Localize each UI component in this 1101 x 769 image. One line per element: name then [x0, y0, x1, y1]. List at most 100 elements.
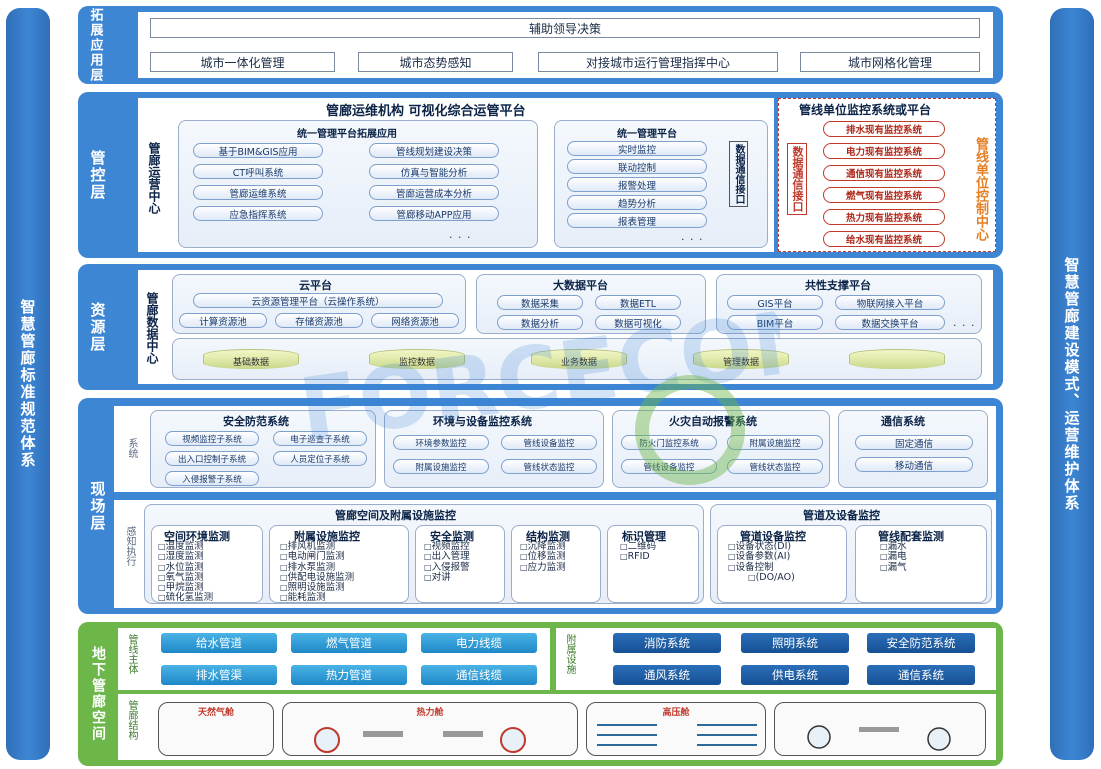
- structure-label: 管廊结构: [126, 700, 137, 740]
- security-pill: 出入口控制子系统: [165, 451, 259, 466]
- security-pill: 人员定位子系统: [273, 451, 367, 466]
- mgmt-platform-box: 统一管理平台 实时监控 联动控制 报警处理 趋势分析 报表管理 数据通信接口 ·…: [554, 120, 768, 248]
- pipe-circles-icon: [314, 727, 526, 753]
- env-pill: 管线状态监控: [501, 459, 597, 474]
- system-label: 系统: [126, 438, 137, 458]
- database-cylinder: 监控数据: [369, 349, 465, 373]
- pipe-monitor-group: 管道及设备监控 管道设备监控 设备状态(DI)设备参数(AI)设备控制(DO/A…: [710, 504, 992, 604]
- app-extension-box: 统一管理平台拓展应用 基于BIM&GIS应用 CT呼叫系统 管廊运维系统 应急指…: [178, 120, 538, 248]
- app-pill: 应急指挥系统: [193, 206, 323, 221]
- monitor-list: 沉降监测位移监测应力监测: [520, 541, 566, 573]
- unit-control-center-label: 管线单位控制中心: [973, 137, 988, 241]
- monitor-col: 安全监测 视频监控出入管理入侵报警对讲: [415, 525, 505, 603]
- monitor-pill: 热力现有监控系统: [823, 209, 945, 225]
- mgmt-title: 统一管理平台: [617, 129, 677, 140]
- tunnel-section: 热力舱: [282, 702, 578, 756]
- aux-chip: 安全防范系统: [866, 632, 976, 654]
- layer-underground: 地下管廊空间 管线主体 给水管道 燃气管道 电力线缆 排水管渠 热力管道 通信线…: [78, 622, 1003, 766]
- aux-chip: 通风系统: [612, 664, 722, 686]
- support-pill: 物联网接入平台: [835, 295, 945, 310]
- layer-application: 拓展应用层 辅助领导决策 城市一体化管理 城市态势感知 对接城市运行管理指挥中心…: [78, 6, 1003, 84]
- monitor-pill: 燃气现有监控系统: [823, 187, 945, 203]
- cloud-pill: 网络资源池: [371, 313, 459, 328]
- tunnel-section: [774, 702, 986, 756]
- space-monitor-group: 管廊空间及附属设施监控 空间环境监测 温度监测湿度监测水位监测氧气监测甲烷监测硫…: [144, 504, 704, 604]
- decision-support-box: 辅助领导决策: [150, 18, 980, 38]
- app-box: 城市一体化管理: [150, 52, 335, 72]
- layer-field: 现场层 系统 安全防范系统 视频监控子系统 电子巡查子系统 出入口控制子系统 人…: [78, 398, 1003, 614]
- ops-platform-panel: 管廊运维机构 可视化综合运管平台 管廊运营中心 统一管理平台拓展应用 基于BIM…: [138, 98, 774, 252]
- app-box: 对接城市运行管理指挥中心: [538, 52, 778, 72]
- sensing-panel: 感知执行 管廊空间及附属设施监控 空间环境监测 温度监测湿度监测水位监测氧气监测…: [114, 500, 996, 608]
- support-pill: BIM平台: [727, 315, 823, 330]
- env-pill: 附属设施监控: [393, 459, 489, 474]
- cloud-platform-box: 云平台 云资源管理平台（云操作系统） 计算资源池 存储资源池 网络资源池: [172, 274, 466, 334]
- monitor-list: 温度监测湿度监测水位监测氧气监测甲烷监测硫化氢监测: [158, 541, 214, 604]
- comm-pill: 固定通信: [855, 435, 973, 450]
- layer-title: 管控层: [88, 149, 107, 201]
- cloud-pill: 存储资源池: [275, 313, 363, 328]
- layer-title: 资源层: [88, 301, 107, 353]
- tunnel-structure-panel: 管廊结构 天然气舱 热力舱 高压舱: [118, 694, 996, 760]
- pipe-chip: 给水管道: [160, 632, 278, 654]
- aux-chip: 通信系统: [866, 664, 976, 686]
- app-pill: 仿真与智能分析: [369, 164, 499, 179]
- app-pill: 管线规划建设决策: [369, 143, 499, 158]
- monitor-pill: 电力现有监控系统: [823, 143, 945, 159]
- layer-title: 拓展应用层: [87, 7, 103, 83]
- monitor-pill: 给水现有监控系统: [823, 231, 945, 247]
- security-title: 安全防范系统: [223, 415, 289, 428]
- support-platform-box: 共性支撑平台 GIS平台 物联网接入平台 BIM平台 数据交换平台 · · ·: [716, 274, 982, 334]
- layer-title: 地下管廊空间: [90, 646, 106, 742]
- app-pill: 管廊运维系统: [193, 185, 323, 200]
- ops-center-label: 管廊运营中心: [147, 142, 161, 214]
- env-pill: 环境参数监控: [393, 435, 489, 450]
- monitor-list: 二维码RFID: [620, 541, 657, 563]
- ellipsis: · · ·: [449, 231, 472, 244]
- sensing-label: 感知执行: [124, 526, 135, 566]
- pipe-chip: 排水管渠: [160, 664, 278, 686]
- app-extension-title: 统一管理平台拓展应用: [297, 129, 397, 140]
- fire-pill: 附属设施监控: [727, 435, 823, 450]
- aux-facility-label: 附属设施: [564, 634, 575, 674]
- cloud-pill: 云资源管理平台（云操作系统）: [193, 293, 443, 308]
- pipeline-unit-title: 管线单位监控系统或平台: [799, 103, 932, 117]
- pipe-section-icon: [807, 725, 951, 751]
- ellipsis: · · ·: [953, 319, 976, 332]
- bigdata-pill: 数据分析: [497, 315, 583, 330]
- pipe-chip: 电力线缆: [420, 632, 538, 654]
- pipeline-unit-panel: 管线单位监控系统或平台 数据通信接口 排水现有监控系统 电力现有监控系统 通信现…: [778, 98, 996, 252]
- fire-pill: 防火门监控系统: [621, 435, 717, 450]
- app-pill: 管廊移动APP应用: [369, 206, 499, 221]
- bigdata-pill: 数据可视化: [595, 315, 681, 330]
- mgmt-pill: 联动控制: [567, 159, 707, 174]
- layer-control: 管控层 管廊运维机构 可视化综合运管平台 管廊运营中心 统一管理平台拓展应用 基…: [78, 92, 1003, 258]
- aux-chip: 消防系统: [612, 632, 722, 654]
- layer-title: 现场层: [88, 480, 107, 532]
- pipe-chip: 燃气管道: [290, 632, 408, 654]
- pipe-body-panel: 管线主体 给水管道 燃气管道 电力线缆 排水管渠 热力管道 通信线缆: [118, 628, 550, 690]
- database-cylinder: 管理数据: [693, 349, 789, 373]
- mgmt-pill: 报表管理: [567, 213, 707, 228]
- fire-pill: 管线设备监控: [621, 459, 717, 474]
- monitor-pill: 排水现有监控系统: [823, 121, 945, 137]
- env-title: 环境与设备监控系统: [433, 415, 532, 428]
- monitor-col: 空间环境监测 温度监测湿度监测水位监测氧气监测甲烷监测硫化氢监测: [151, 525, 263, 603]
- tunnel-section: 高压舱: [586, 702, 766, 756]
- support-pill: GIS平台: [727, 295, 823, 310]
- systems-panel: 系统 安全防范系统 视频监控子系统 电子巡查子系统 出入口控制子系统 人员定位子…: [114, 406, 996, 492]
- fire-title: 火灾自动报警系统: [669, 415, 757, 428]
- monitor-col: 管线配套监测 漏水漏电漏气: [855, 525, 987, 603]
- mgmt-pill: 趋势分析: [567, 195, 707, 210]
- bigdata-platform-box: 大数据平台 数据采集 数据ETL 数据分析 数据可视化: [476, 274, 706, 334]
- monitor-col: 管道设备监控 设备状态(DI)设备参数(AI)设备控制(DO/AO): [717, 525, 847, 603]
- right-pillar: 智慧管廊建设模式、运营维护体系: [1050, 8, 1094, 760]
- mgmt-pill: 实时监控: [567, 141, 707, 156]
- monitor-col: 标识管理 二维码RFID: [607, 525, 699, 603]
- database-cylinder: [849, 349, 945, 373]
- ellipsis: · · ·: [681, 233, 704, 246]
- database-cylinder: 基础数据: [203, 349, 299, 373]
- security-pill: 视频监控子系统: [165, 431, 259, 446]
- pipe-body-label: 管线主体: [126, 634, 137, 674]
- cloud-title: 云平台: [299, 279, 332, 292]
